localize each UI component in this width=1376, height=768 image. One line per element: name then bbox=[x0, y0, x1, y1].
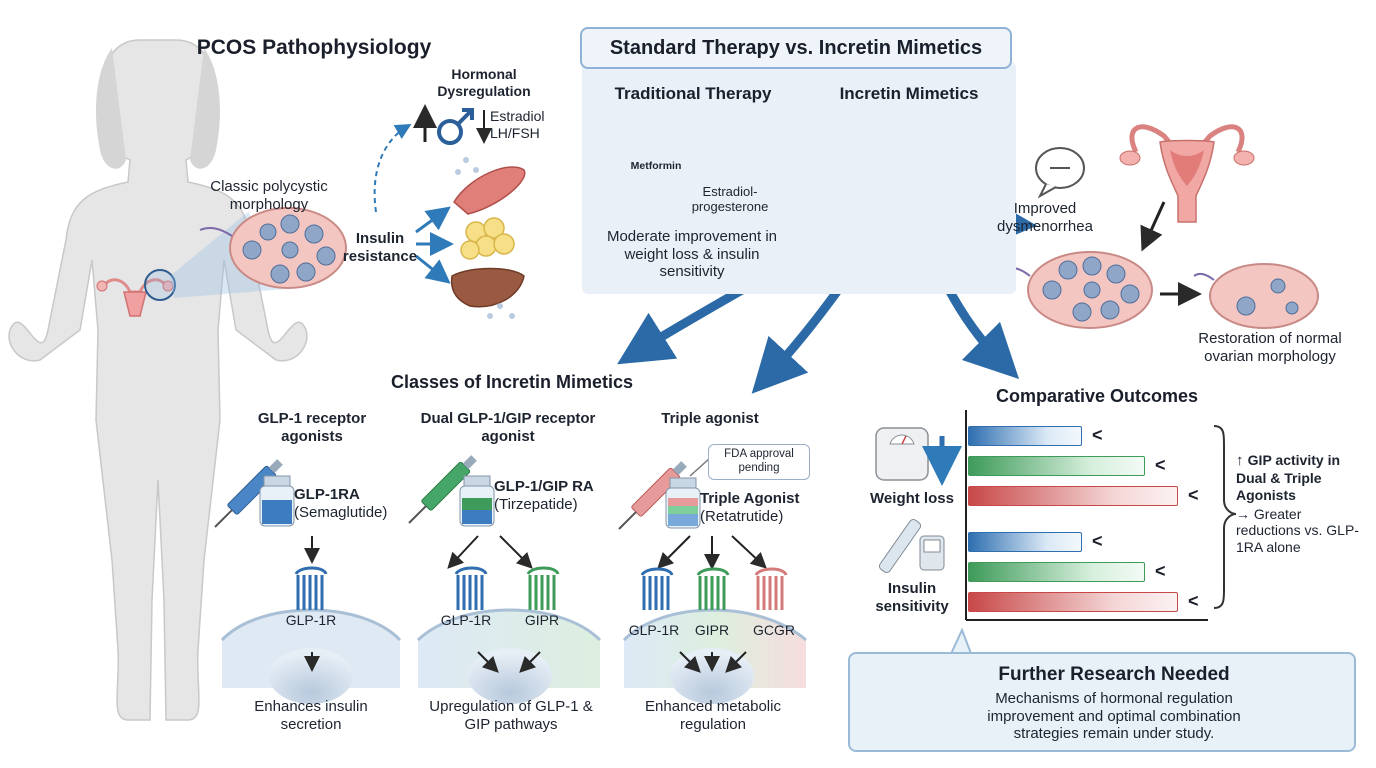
lhfsh-label: LH/FSH bbox=[490, 125, 540, 141]
standard-therapy-title: Standard Therapy vs. Incretin Mimetics bbox=[580, 27, 1012, 69]
body-uterus-icon bbox=[96, 269, 176, 317]
comparative-title: Comparative Outcomes bbox=[995, 386, 1199, 406]
fat-cells-icon bbox=[460, 217, 515, 260]
weight-less-than-triple: < bbox=[1188, 485, 1199, 505]
speech-bubble-icon bbox=[1035, 147, 1085, 199]
pcos-title: PCOS Pathophysiology bbox=[196, 36, 432, 59]
restoration-label: Restoration of normal ovarian morphology bbox=[1198, 330, 1342, 365]
gip-note-bold: GIP activity in Dual & Triple Agonists bbox=[1236, 452, 1341, 503]
glucose-meter-icon bbox=[878, 519, 945, 573]
research-box bbox=[848, 652, 1356, 752]
dysmenorrhea-label: Improved dysmenorrhea bbox=[997, 200, 1093, 235]
hormonal-title: Hormonal Dysregulation bbox=[437, 66, 531, 99]
insulin-bar-glp1 bbox=[968, 532, 1082, 552]
triple-drug-name: (Retatrutide) bbox=[700, 508, 784, 525]
fda-tag: FDA approval pending bbox=[708, 444, 810, 480]
triple-column-art bbox=[618, 457, 807, 704]
dual-receptor-1: GLP-1R bbox=[440, 612, 492, 628]
insulin-bar-triple bbox=[968, 592, 1178, 612]
dual-title: Dual GLP-1/GIP receptor agonist bbox=[420, 410, 596, 445]
metformin-label: Metformin bbox=[630, 160, 682, 172]
traditional-therapy-title: Traditional Therapy bbox=[614, 84, 772, 103]
triple-effect: Enhanced metabolic regulation bbox=[645, 698, 781, 733]
weight-loss-label: Weight loss bbox=[870, 490, 954, 507]
estradiol-progesterone-label: Estradiol-progesterone bbox=[691, 184, 769, 215]
estradiol-label: Estradiol bbox=[490, 108, 545, 124]
insulin-bar-dual bbox=[968, 562, 1145, 582]
weight-less-than-glp1: < bbox=[1092, 425, 1103, 445]
glp1-column-art bbox=[214, 459, 402, 704]
weight-less-than-dual: < bbox=[1155, 455, 1166, 475]
weight-bar-dual bbox=[968, 456, 1145, 476]
incretin-mimetics-title: Incretin Mimetics bbox=[839, 84, 979, 103]
up-arrow-icon: ↑ bbox=[1236, 452, 1248, 469]
triple-drug-bold: Triple Agonist bbox=[700, 490, 800, 507]
glp1-effect: Enhances insulin secretion bbox=[254, 698, 368, 733]
insulin-less-than-glp1: < bbox=[1092, 531, 1103, 551]
weight-scale-icon bbox=[875, 427, 929, 481]
dual-column-art bbox=[408, 455, 602, 704]
male-symbol-icon bbox=[437, 108, 474, 145]
gip-note-rest: → Greater reductions vs. GLP-1RA alone bbox=[1236, 505, 1359, 556]
muscle-icon bbox=[453, 157, 526, 215]
uterus-icon bbox=[1119, 124, 1255, 223]
triple-receptor-1: GLP-1R bbox=[628, 622, 680, 638]
dual-drug-bold: GLP-1/GIP RA bbox=[494, 478, 594, 495]
insulin-less-than-dual: < bbox=[1155, 561, 1166, 581]
dual-receptor-2: GIPR bbox=[524, 612, 560, 628]
glp1-title: GLP-1 receptor agonists bbox=[257, 410, 367, 445]
polycystic-ovary-icon bbox=[199, 207, 347, 289]
weight-bar-triple bbox=[968, 486, 1178, 506]
glp1-receptor-label: GLP-1R bbox=[285, 612, 337, 628]
insulin-resistance-label: Insulin resistance bbox=[342, 230, 418, 265]
gip-note: ↑ GIP activity in Dual & Triple Agonists… bbox=[1236, 452, 1366, 556]
research-title: Further Research Needed bbox=[998, 664, 1230, 685]
glp1-drug-name: (Semaglutide) bbox=[294, 504, 388, 521]
callout-pointer bbox=[949, 628, 973, 656]
classes-title: Classes of Incretin Mimetics bbox=[390, 372, 634, 392]
weight-bar-glp1 bbox=[968, 426, 1082, 446]
triple-title: Triple agonist bbox=[661, 410, 759, 427]
glp1-drug-bold: GLP-1RA bbox=[294, 486, 360, 503]
triple-receptor-2: GIPR bbox=[694, 622, 730, 638]
insulin-less-than-triple: < bbox=[1188, 591, 1199, 611]
dual-drug-name: (Tirzepatide) bbox=[494, 496, 578, 513]
normal-ovary-icon bbox=[1193, 263, 1319, 329]
liver-icon bbox=[450, 267, 525, 319]
dual-effect: Upregulation of GLP-1 & GIP pathways bbox=[429, 698, 593, 733]
standard-note: Moderate improvement in weight loss & in… bbox=[606, 228, 778, 281]
polycystic-ovary-right-icon bbox=[1003, 251, 1153, 329]
research-body: Mechanisms of hormonal regulation improv… bbox=[987, 690, 1241, 743]
triple-receptor-3: GCGR bbox=[753, 622, 795, 638]
polycystic-label: Classic polycystic morphology bbox=[210, 178, 328, 213]
insulin-sensitivity-label: Insulin sensitivity bbox=[875, 580, 949, 615]
standard-therapy-panel bbox=[582, 62, 1016, 294]
body-silhouette-icon bbox=[8, 39, 308, 721]
gip-note-bold-wrap: ↑ GIP activity in Dual & Triple Agonists bbox=[1236, 452, 1366, 504]
